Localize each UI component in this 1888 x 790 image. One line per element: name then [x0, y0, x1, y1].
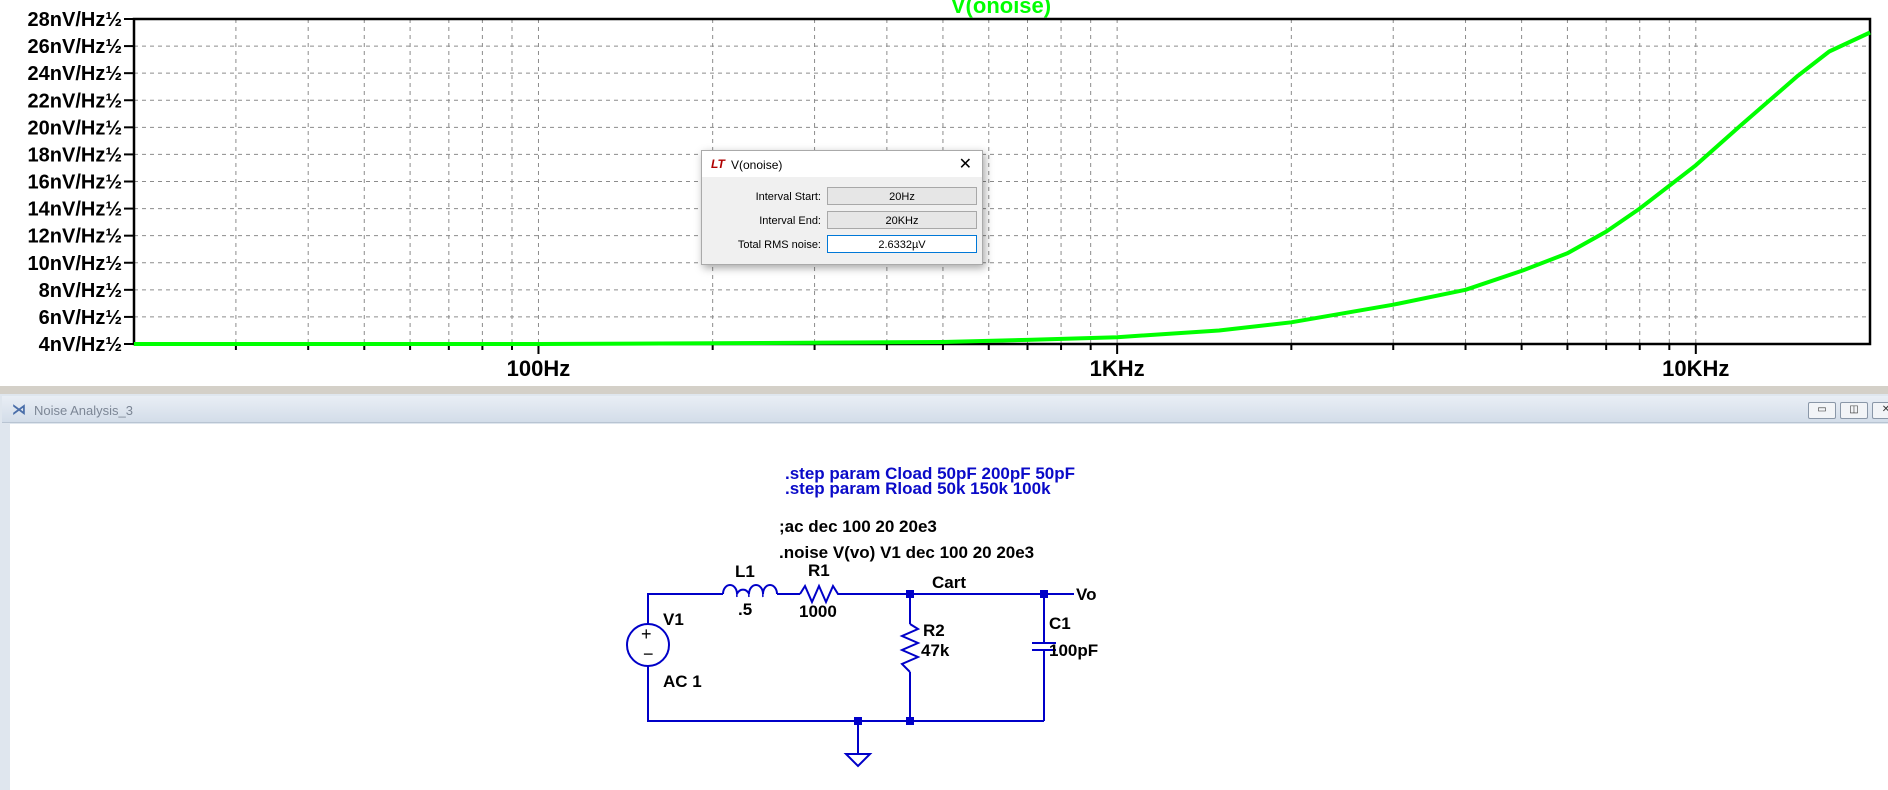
v1-name[interactable]: V1: [663, 610, 684, 629]
schematic-icon: ⋊: [12, 401, 26, 417]
ground-icon[interactable]: [843, 753, 873, 768]
inductor-l1-loops: [736, 593, 764, 598]
total-rms-row: Total RMS noise: 2.6332µV: [702, 234, 982, 256]
minimize-button[interactable]: ▭: [1808, 402, 1836, 419]
schematic-window[interactable]: ⋊ Noise Analysis_3 ▭ ◫ ✕ .step param Clo…: [0, 394, 1888, 790]
wires[interactable]: [647, 593, 1074, 754]
x-tick-label: 10KHz: [1662, 356, 1729, 381]
r1-name[interactable]: R1: [808, 561, 830, 580]
wire-ground-rail[interactable]: [647, 666, 1044, 722]
junction-r2-bottom: [906, 717, 914, 725]
v1-plus-icon: +: [641, 624, 652, 644]
r2-name[interactable]: R2: [923, 621, 945, 640]
interval-end-row: Interval End: 20KHz: [702, 210, 982, 232]
directive-step-cload[interactable]: .step param Cload 50pF 200pF 50pF: [785, 464, 1075, 483]
trace-v-onoise[interactable]: [134, 30, 1871, 346]
l1-name[interactable]: L1: [735, 562, 755, 581]
net-label-vo[interactable]: Vo: [1076, 585, 1096, 604]
interval-end-label: Interval End:: [759, 215, 821, 227]
plot-title[interactable]: V(onoise): [951, 0, 1051, 18]
y-tick-label: 20nV/Hz½: [28, 117, 122, 139]
r2-value[interactable]: 47k: [921, 641, 950, 660]
maximize-button[interactable]: ◫: [1840, 402, 1868, 419]
x-tick-label: 100Hz: [507, 356, 571, 381]
noise-measurement-dialog[interactable]: LT V(onoise) ✕ Interval Start: 20Hz Inte…: [701, 150, 983, 265]
directive-step-rload[interactable]: .step param Rload 50k 150k 100k: [785, 479, 1051, 498]
plot-grid: [134, 19, 1870, 344]
total-rms-field[interactable]: 2.6332µV: [827, 235, 977, 253]
junction-cart: [906, 590, 914, 598]
y-tick-label: 4nV/Hz½: [39, 334, 122, 356]
v1-minus-icon: −: [643, 644, 654, 664]
l1-value[interactable]: .5: [738, 600, 752, 619]
y-tick-label: 12nV/Hz½: [28, 226, 122, 248]
close-button[interactable]: ✕: [1872, 402, 1888, 419]
interval-start-row: Interval Start: 20Hz: [702, 186, 982, 208]
y-tick-label: 18nV/Hz½: [28, 144, 122, 166]
waveform-plot-pane[interactable]: 28nV/Hz½ 26nV/Hz½ 24nV/Hz½ 22nV/Hz½ 20nV/Hz½…: [0, 0, 1888, 392]
y-tick-label: 6nV/Hz½: [39, 307, 122, 329]
schematic-canvas[interactable]: .step param Cload 50pF 200pF 50pF .step …: [10, 424, 1888, 790]
resistor-r2[interactable]: [899, 623, 921, 673]
v1-value[interactable]: AC 1: [663, 672, 702, 691]
schematic-window-title: Noise Analysis_3: [34, 403, 133, 418]
y-tick-label: 8nV/Hz½: [39, 280, 122, 302]
y-tick-label: 24nV/Hz½: [28, 63, 122, 85]
y-axis-labels: 28nV/Hz½ 26nV/Hz½ 24nV/Hz½ 22nV/Hz½ 20nV/Hz½…: [28, 9, 122, 356]
c1-value[interactable]: 100pF: [1049, 641, 1098, 660]
wire-v1-to-l1[interactable]: [647, 593, 723, 624]
dialog-titlebar[interactable]: LT V(onoise) ✕: [702, 151, 982, 177]
x-tick-label: 1KHz: [1090, 356, 1145, 381]
inductor-l1[interactable]: [722, 584, 778, 595]
dialog-title: V(onoise): [731, 158, 783, 172]
schematic-drawing[interactable]: .step param Cload 50pF 200pF 50pF .step …: [10, 424, 1888, 790]
y-tick-label: 26nV/Hz½: [28, 36, 122, 58]
dialog-close-icon[interactable]: ✕: [958, 156, 972, 173]
waveform-plot[interactable]: 28nV/Hz½ 26nV/Hz½ 24nV/Hz½ 22nV/Hz½ 20nV/Hz½…: [0, 0, 1888, 392]
resistor-r1[interactable]: [799, 583, 843, 605]
interval-start-field[interactable]: 20Hz: [827, 187, 977, 205]
interval-start-label: Interval Start:: [755, 191, 821, 203]
y-tick-label: 28nV/Hz½: [28, 9, 122, 31]
directive-noise[interactable]: .noise V(vo) V1 dec 100 20 20e3: [779, 543, 1034, 562]
y-tick-label: 14nV/Hz½: [28, 199, 122, 221]
y-tick-label: 10nV/Hz½: [28, 253, 122, 275]
directive-ac-comment[interactable]: ;ac dec 100 20 20e3: [779, 517, 937, 536]
voltage-source-v1[interactable]: [626, 623, 670, 667]
y-tick-label: 16nV/Hz½: [28, 172, 122, 194]
interval-end-field[interactable]: 20KHz: [827, 211, 977, 229]
c1-name[interactable]: C1: [1049, 614, 1071, 633]
r1-value[interactable]: 1000: [799, 602, 837, 621]
ltspice-logo-icon: LT: [711, 157, 725, 171]
total-rms-label: Total RMS noise:: [737, 239, 821, 251]
y-tick-label: 22nV/Hz½: [28, 90, 122, 112]
junction-dots: [854, 590, 1048, 725]
junction-vo: [1040, 590, 1048, 598]
schematic-titlebar[interactable]: ⋊ Noise Analysis_3 ▭ ◫ ✕: [2, 396, 1888, 423]
net-label-cart[interactable]: Cart: [932, 573, 966, 592]
x-axis-labels: 100Hz 1KHz 10KHz: [507, 356, 1730, 381]
junction-ground: [854, 717, 862, 725]
